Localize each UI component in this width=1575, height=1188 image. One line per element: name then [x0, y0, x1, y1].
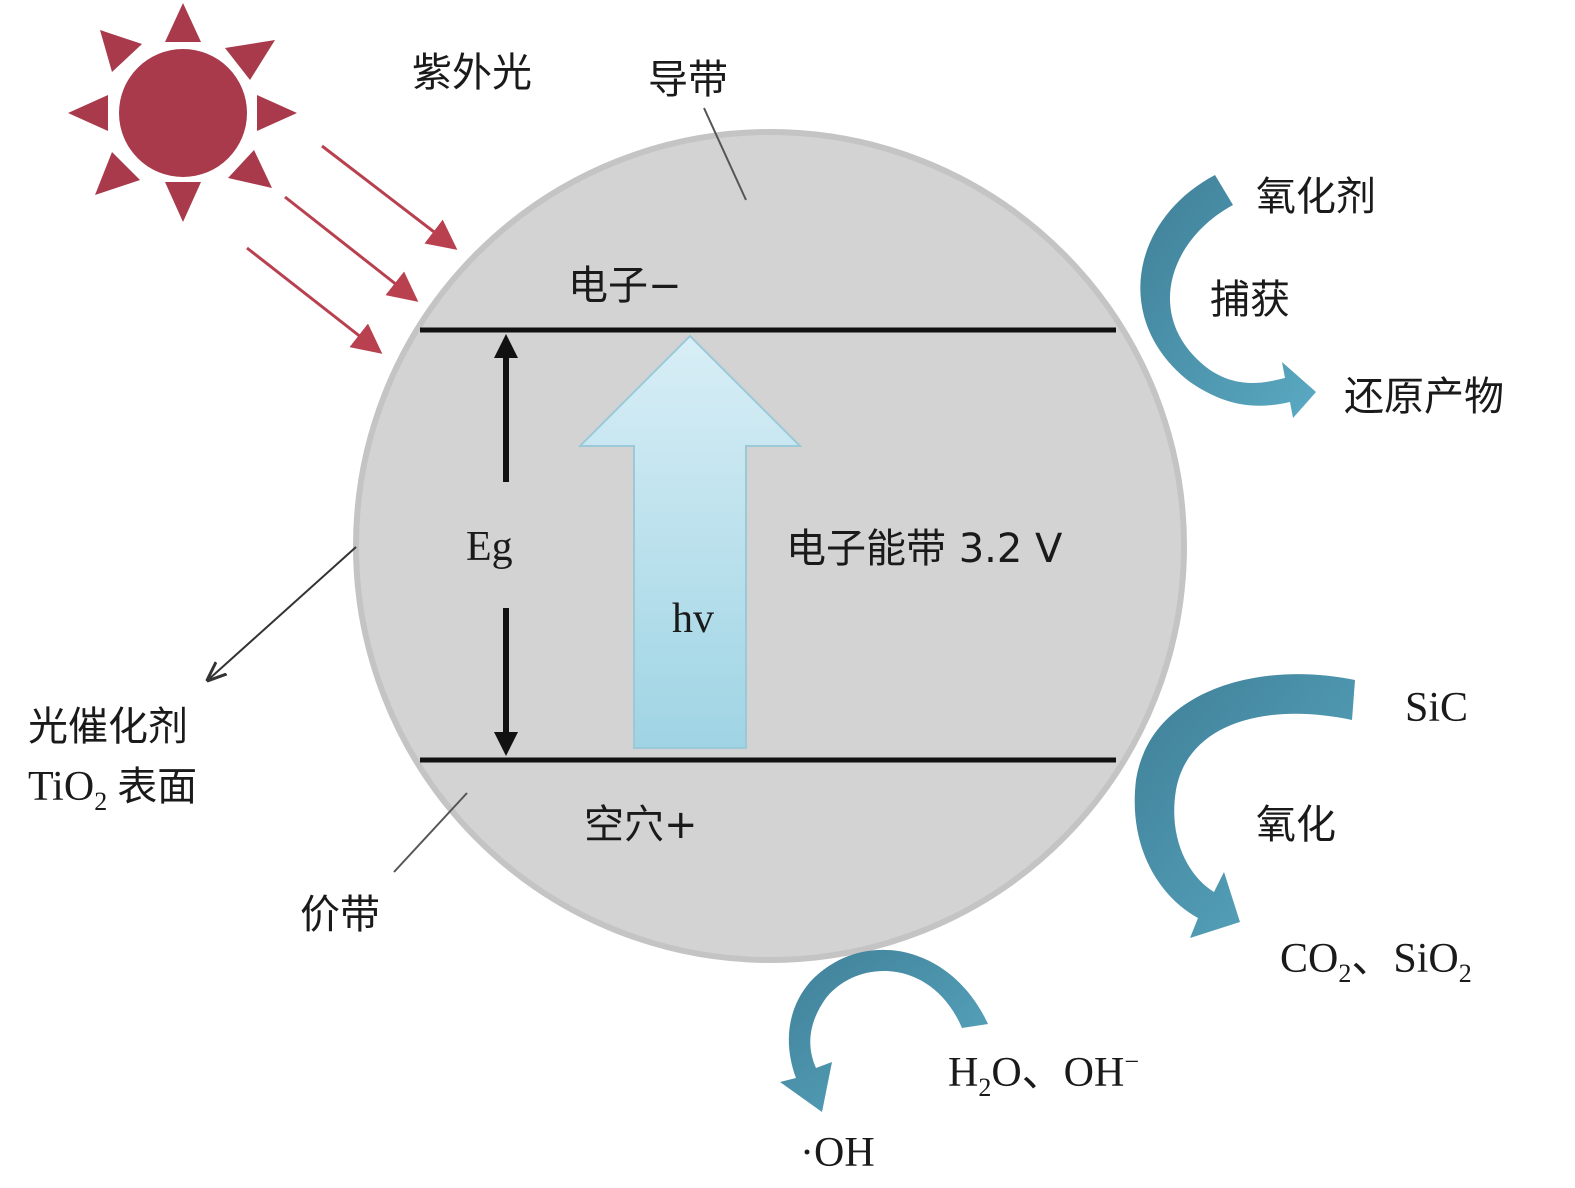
conduction-band-label: 导带	[648, 57, 728, 103]
uv-ray	[284, 195, 419, 302]
co2-sio2-label: CO2、SiO2	[1280, 936, 1472, 988]
catalyst-label: 光催化剂	[28, 704, 188, 750]
photon-label: hv	[672, 596, 714, 642]
valence-band-leader	[393, 792, 468, 873]
curved-arrow-icon	[1140, 175, 1316, 418]
band-gap-label: Eg	[466, 524, 513, 570]
uv-light-label: 紫外光	[412, 50, 532, 96]
uv-ray	[321, 144, 458, 250]
catalyst-leader	[208, 546, 357, 680]
tio2-particle	[353, 129, 1187, 963]
capture-label: 捕获	[1210, 277, 1290, 323]
band-energy-label: 电子能带 3.2 V	[786, 526, 1063, 572]
uv-rays	[246, 144, 458, 354]
oxidation-label: 氧化	[1256, 802, 1336, 848]
hydroxyl-radical-label: ·OH	[800, 1130, 875, 1176]
hole-label: 空穴+	[584, 802, 698, 848]
curved-arrow-icon	[780, 949, 988, 1112]
electron-label: 电子−	[568, 263, 682, 309]
h2o-oh-label: H2O、OH−	[948, 1047, 1139, 1102]
oxidant-label: 氧化剂	[1256, 174, 1376, 220]
conduction-band-leader	[703, 107, 747, 201]
curved-arrow-icon	[1134, 674, 1355, 938]
sic-label: SiC	[1405, 685, 1468, 731]
band-gap-arrow	[494, 334, 518, 756]
reduction-product-label: 还原产物	[1344, 374, 1504, 420]
photon-arrow	[577, 334, 803, 749]
sun-icon	[68, 3, 297, 222]
valence-band-label: 价带	[300, 892, 380, 938]
uv-ray	[246, 246, 383, 354]
